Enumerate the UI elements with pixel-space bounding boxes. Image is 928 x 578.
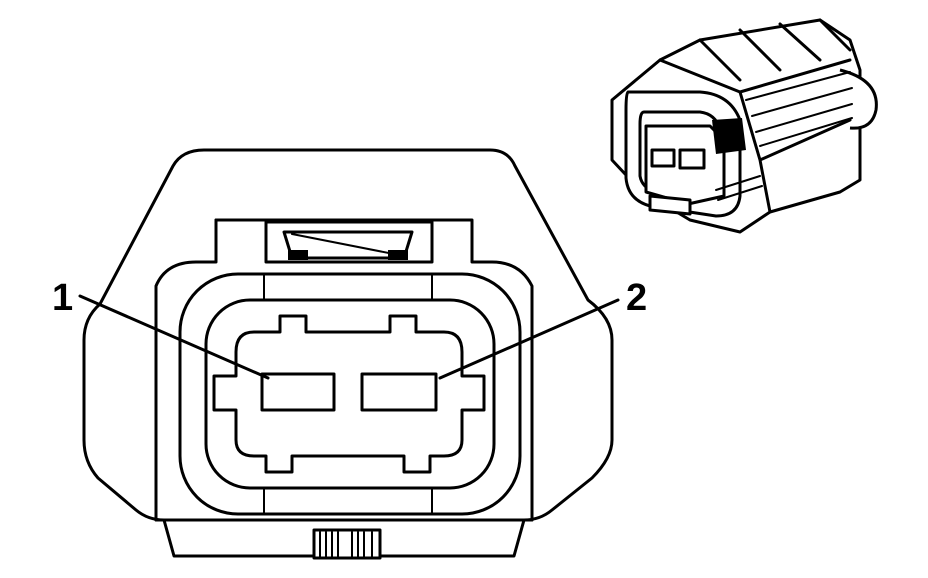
terminal-1 bbox=[260, 372, 336, 412]
iso-terminal-2 bbox=[678, 148, 706, 170]
terminal-2 bbox=[360, 372, 438, 412]
terminal-cavity bbox=[212, 314, 486, 474]
inner-shroud bbox=[214, 218, 534, 522]
ring-dividers bbox=[263, 273, 433, 515]
connector-isometric-view bbox=[610, 18, 878, 234]
seal-ring-outer bbox=[178, 272, 522, 516]
wire-bundle bbox=[312, 528, 382, 560]
callout-label-2: 2 bbox=[626, 277, 647, 319]
seal-ring-middle bbox=[204, 298, 496, 490]
iso-terminal-1 bbox=[650, 148, 676, 168]
iso-latch bbox=[712, 118, 763, 201]
connector-face-view bbox=[82, 148, 614, 560]
iso-rear-cap bbox=[839, 68, 878, 130]
callout-label-1: 1 bbox=[52, 277, 73, 319]
lock-window bbox=[264, 220, 434, 264]
inner-shroud-left bbox=[154, 218, 218, 522]
callout-2: 2 bbox=[438, 277, 647, 380]
callout-1: 1 bbox=[52, 277, 270, 380]
